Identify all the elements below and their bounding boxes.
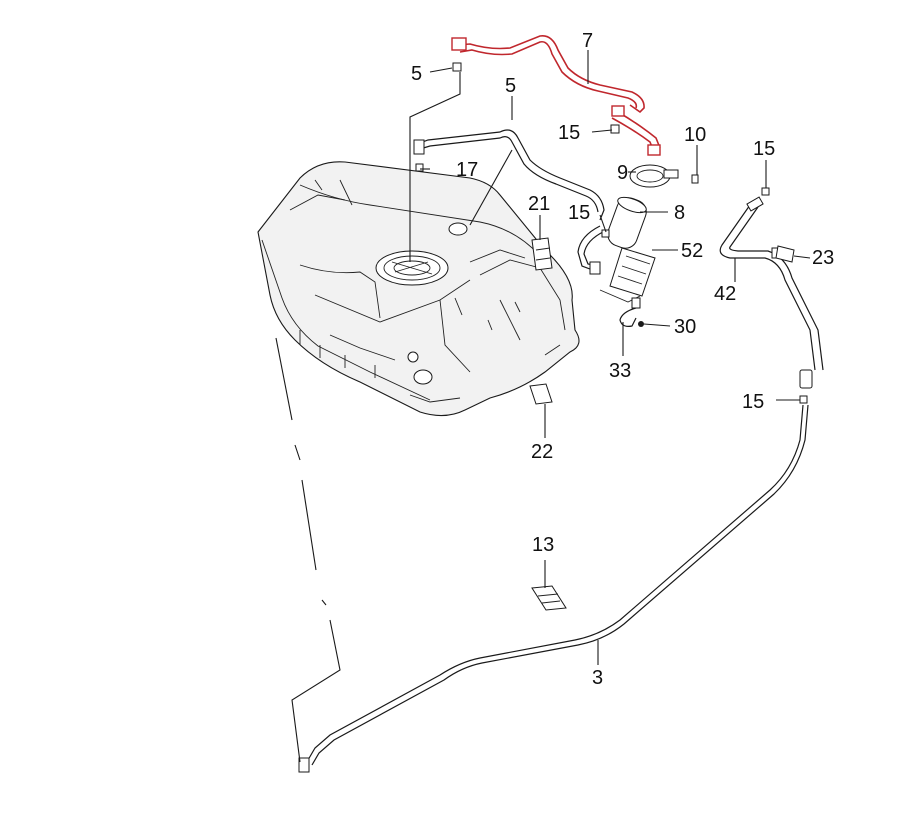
callout-10: 10 bbox=[684, 124, 706, 146]
callout-9: 9 bbox=[617, 162, 628, 184]
callout-30: 30 bbox=[674, 316, 696, 338]
canister-8 bbox=[577, 196, 647, 275]
callout-15d: 15 bbox=[742, 391, 764, 413]
callout-15a: 15 bbox=[558, 122, 580, 144]
vent-hose-42 bbox=[719, 196, 824, 389]
callout-21: 21 bbox=[528, 193, 550, 215]
clamp-9 bbox=[629, 164, 679, 188]
callout-labels: 7 5 5 15 10 15 9 17 21 15 8 52 23 42 30 … bbox=[411, 30, 834, 689]
callout-52: 52 bbox=[681, 240, 703, 262]
fasteners bbox=[415, 62, 808, 611]
hose-33 bbox=[619, 297, 641, 327]
vapor-line-5 bbox=[413, 129, 605, 221]
canister-bracket-52 bbox=[599, 247, 656, 303]
fuel-line-3 bbox=[298, 404, 809, 773]
callout-13: 13 bbox=[532, 534, 554, 556]
callout-3: 3 bbox=[592, 667, 603, 689]
callout-17: 17 bbox=[456, 159, 478, 181]
callout-15c: 15 bbox=[568, 202, 590, 224]
callout-22: 22 bbox=[531, 441, 553, 463]
fuel-tank bbox=[257, 161, 580, 417]
callout-42: 42 bbox=[714, 283, 736, 305]
callout-23: 23 bbox=[812, 247, 834, 269]
callout-7: 7 bbox=[582, 30, 593, 52]
callout-8: 8 bbox=[674, 202, 685, 224]
red-hose-7 bbox=[451, 34, 661, 156]
callout-5a: 5 bbox=[411, 63, 422, 85]
callout-15b: 15 bbox=[753, 138, 775, 160]
callout-5b: 5 bbox=[505, 75, 516, 97]
leader-lines bbox=[275, 50, 811, 763]
callout-33: 33 bbox=[609, 360, 631, 382]
